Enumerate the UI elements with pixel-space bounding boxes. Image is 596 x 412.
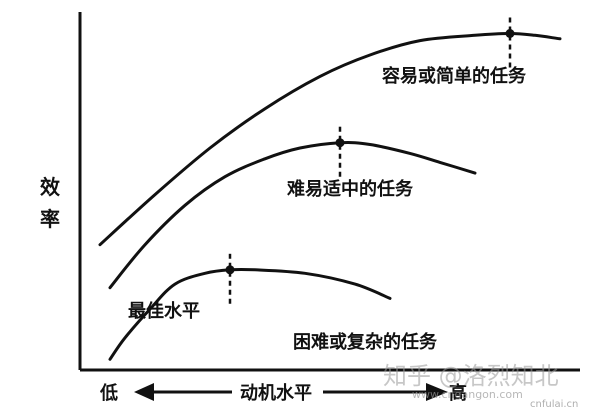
- peak-point-medium: [335, 138, 345, 148]
- peak-point-optimal: [225, 265, 235, 275]
- curve-optimal: [108, 267, 392, 361]
- x-left-arrow-head: [134, 383, 154, 401]
- x-axis-label: 动机水平: [240, 382, 312, 404]
- y-axis-label-char-1: 效: [40, 175, 60, 199]
- curve-easy: [98, 31, 562, 247]
- watermark-site-2: cnfulai.cn: [530, 399, 578, 410]
- curve-medium: [108, 140, 477, 290]
- series-label-medium: 难易适中的任务: [286, 178, 414, 200]
- watermark-site-1: www.cngangon.com: [412, 388, 523, 401]
- x-right-arrow-head: [426, 383, 448, 401]
- x-low-label: 低: [99, 382, 118, 404]
- annotation-hard-task: 困难或复杂的任务: [293, 331, 438, 353]
- watermark-zhihu: 知乎 @洛烈知北: [383, 362, 559, 390]
- series-label-optimal: 最佳水平: [128, 300, 200, 322]
- x-high-label: 高: [449, 382, 467, 404]
- curves-layer: [98, 17, 562, 361]
- y-axis-label-char-2: 率: [40, 207, 60, 231]
- peak-point-easy: [505, 29, 515, 38]
- series-label-easy: 容易或简单的任务: [382, 65, 527, 87]
